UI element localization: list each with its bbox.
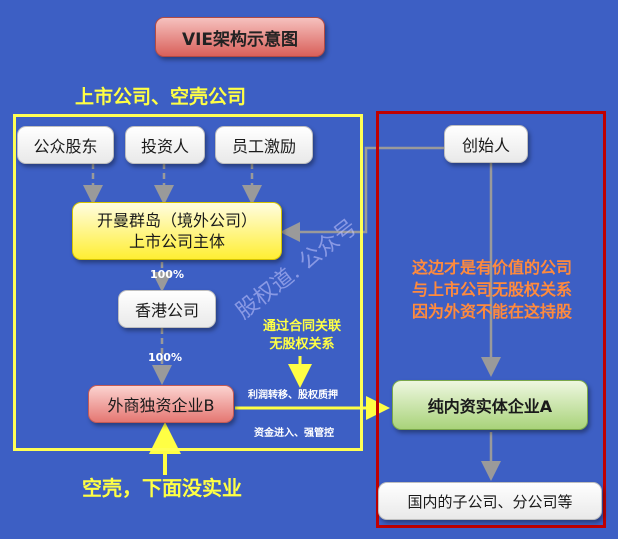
node-founder: 创始人 bbox=[444, 125, 528, 163]
diagram-title: VIE架构示意图 bbox=[155, 17, 325, 57]
node-subsidiaries: 国内的子公司、分公司等 bbox=[378, 482, 602, 520]
offshore-frame bbox=[13, 114, 363, 451]
value-note-line2: 与上市公司无股权关系 bbox=[411, 280, 572, 299]
node-public-shareholders: 公众股东 bbox=[17, 126, 114, 164]
contract-note-line1: 通过合同关联 bbox=[262, 319, 341, 334]
arrow-founder-to-cayman bbox=[280, 146, 444, 242]
domestic-frame bbox=[376, 111, 606, 528]
node-cayman: 开曼群岛（境外公司） 上市公司主体 bbox=[72, 202, 282, 260]
flow-note-top: 利润转移、股权质押 bbox=[248, 390, 338, 401]
listed-company-label: 上市公司、空壳公司 bbox=[75, 86, 247, 108]
node-employee-incentive: 员工激励 bbox=[215, 126, 313, 164]
node-investors: 投资人 bbox=[125, 126, 205, 164]
ownership-cayman-hk: 100% bbox=[150, 268, 184, 281]
value-note: 这边才是有价值的公司 与上市公司无股权关系 因为外资不能在这持股 bbox=[386, 257, 598, 323]
cayman-line2: 上市公司主体 bbox=[128, 232, 225, 251]
shell-note: 空壳，下面没实业 bbox=[82, 476, 242, 500]
node-hk-company: 香港公司 bbox=[118, 290, 216, 328]
node-wfoe: 外商独资企业B bbox=[88, 385, 234, 423]
flow-note-bottom: 资金进入、强管控 bbox=[254, 428, 334, 439]
value-note-line3: 因为外资不能在这持股 bbox=[411, 302, 572, 321]
node-domestic-entity: 纯内资实体企业A bbox=[392, 380, 588, 430]
value-note-line1: 这边才是有价值的公司 bbox=[411, 258, 572, 277]
ownership-hk-wfoe: 100% bbox=[148, 351, 182, 364]
contract-note: 通过合同关联 无股权关系 bbox=[250, 318, 354, 354]
contract-note-line2: 无股权关系 bbox=[269, 337, 335, 352]
cayman-line1: 开曼群岛（境外公司） bbox=[96, 211, 257, 230]
